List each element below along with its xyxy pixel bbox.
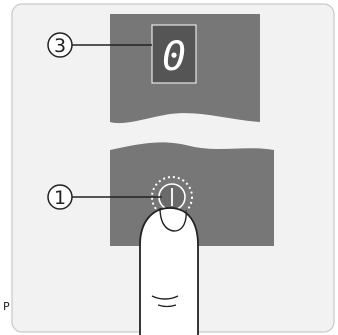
- edge-mark: P: [3, 300, 10, 313]
- callout-number-display: 3: [54, 35, 66, 57]
- display-digit: 0: [162, 34, 186, 80]
- pressing-finger-icon: [140, 208, 198, 335]
- callout-number-button: 1: [54, 187, 66, 209]
